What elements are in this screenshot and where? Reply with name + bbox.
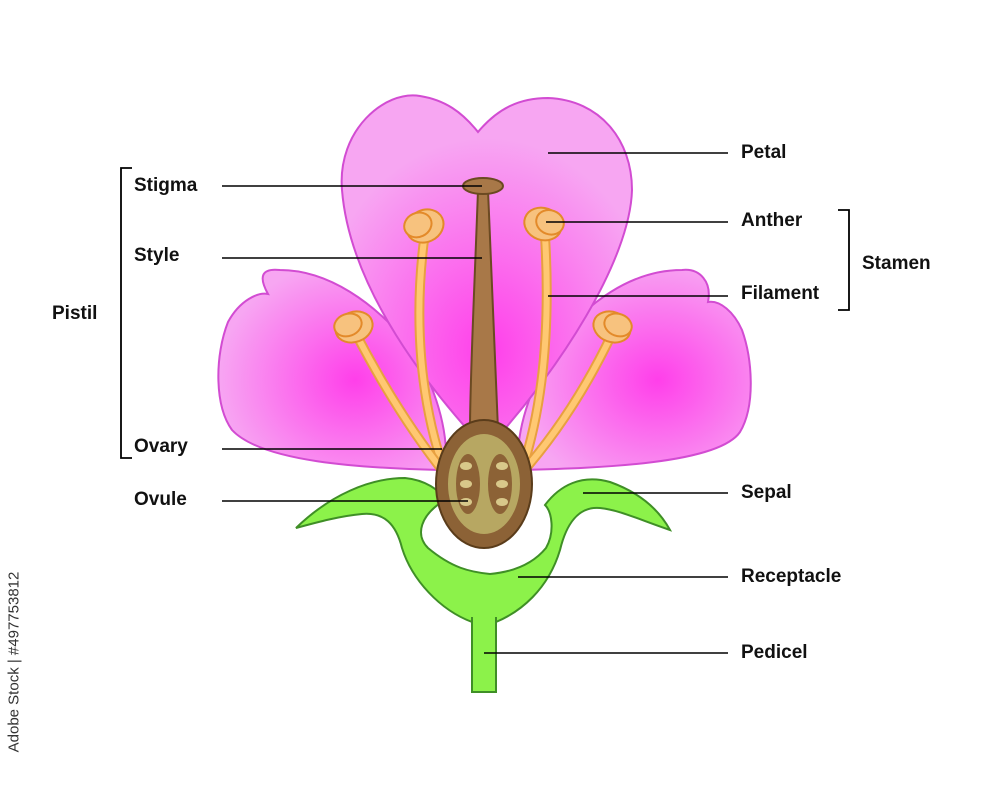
anthers: [333, 206, 633, 344]
sepals-receptacle: [295, 476, 673, 623]
filaments: [351, 231, 617, 480]
label-pedicel: Pedicel: [741, 642, 808, 663]
label-stamen: Stamen: [862, 253, 931, 274]
ovules: [456, 454, 512, 514]
stamen-bracket: [838, 209, 850, 311]
label-receptacle: Receptacle: [741, 566, 842, 587]
pistil-bracket: [120, 167, 132, 459]
label-petal: Petal: [741, 142, 787, 163]
stock-watermark-text: Adobe Stock | #497753812: [5, 571, 23, 753]
label-ovary: Ovary: [134, 436, 188, 457]
label-sepal: Sepal: [741, 482, 792, 503]
label-filament: Filament: [741, 283, 820, 304]
label-ovule: Ovule: [134, 489, 187, 510]
stock-watermark: Adobe Stock | #497753812: [3, 562, 25, 762]
pedicel: [471, 617, 497, 693]
label-style: Style: [134, 245, 180, 266]
label-pistil: Pistil: [52, 303, 98, 324]
label-stigma: Stigma: [134, 175, 198, 196]
leader-lines: [222, 152, 728, 654]
pedicel-join: [473, 612, 495, 624]
label-anther: Anther: [741, 210, 803, 231]
